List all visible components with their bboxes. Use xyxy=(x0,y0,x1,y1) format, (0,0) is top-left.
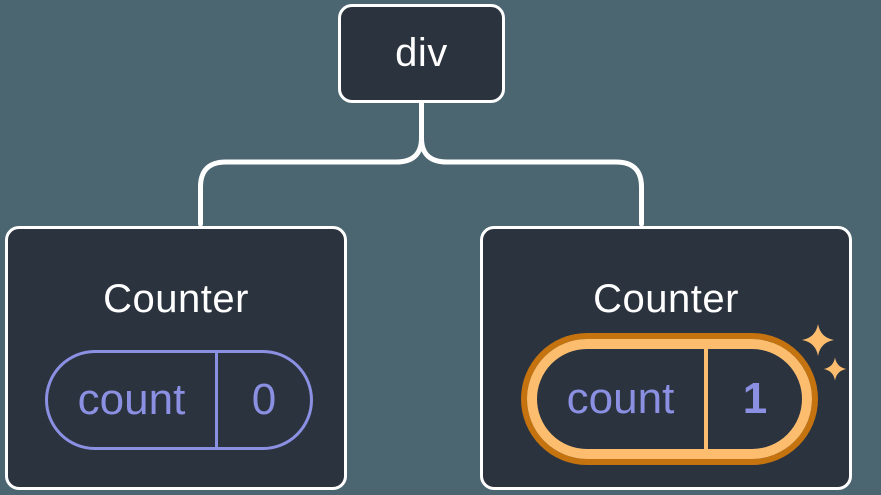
state-pill-left: count 0 xyxy=(45,350,313,450)
counter-left-title: Counter xyxy=(103,277,249,321)
connector-branch-left xyxy=(198,135,424,227)
sparkle-large xyxy=(802,324,834,356)
root-node-label: div xyxy=(395,31,448,75)
state-value-section: 1 xyxy=(704,349,802,449)
state-label-section: count xyxy=(537,349,704,449)
sparkle-small xyxy=(823,357,847,381)
counter-right-title: Counter xyxy=(593,277,739,321)
state-value-section: 0 xyxy=(215,353,310,447)
counter-node-right: Counter count 1 xyxy=(480,226,852,490)
state-label: count xyxy=(566,374,675,423)
state-value: 1 xyxy=(742,374,768,423)
state-value: 0 xyxy=(251,375,277,424)
state-label: count xyxy=(77,375,186,424)
state-label-section: count xyxy=(48,353,215,447)
counter-node-left: Counter count 0 xyxy=(5,226,347,490)
root-div-node: div xyxy=(338,4,505,103)
connector-branch-right xyxy=(419,135,644,227)
sparkles-icon xyxy=(802,324,847,381)
state-pill-highlighted: count 1 xyxy=(527,339,812,459)
